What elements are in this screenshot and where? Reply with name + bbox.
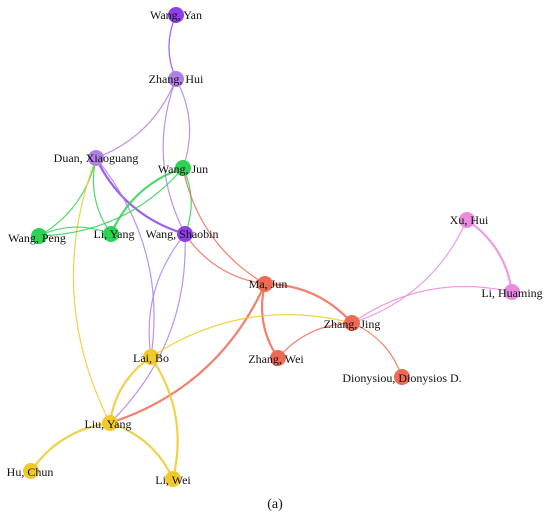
edge-wang-shaobin-lai-bo [148, 233, 186, 358]
node-label-li-huaming: Li, Huaming [481, 286, 542, 300]
edge-wang-shaobin-ma-jun [184, 233, 266, 285]
node-label-zhang-wei: Zhang, Wei [248, 352, 304, 366]
edge-zhang-jing-dionysiou [351, 322, 403, 378]
node-zhang-jing[interactable] [344, 315, 360, 331]
edge-duan-xiaoguang-li-yang [92, 157, 112, 235]
edge-duan-xiaoguang-wang-shaobin [95, 157, 186, 236]
figure-caption: (a) [267, 497, 283, 512]
edge-lai-bo-liu-yang [108, 356, 152, 424]
edge-zhang-jing-zhang-wei [277, 322, 353, 359]
edge-wang-jun-wang-shaobin [182, 167, 192, 235]
nodes-layer [23, 7, 520, 487]
edge-duan-xiaoguang-lai-bo [95, 157, 155, 358]
node-label-zhang-jing: Zhang, Jing [324, 317, 381, 331]
node-zhang-wei[interactable] [270, 350, 286, 366]
node-duan-xiaoguang[interactable] [88, 150, 104, 166]
node-label-li-yang: Li, Yang [93, 227, 134, 241]
edge-lai-bo-li-wei [150, 356, 179, 480]
node-wang-peng[interactable] [31, 228, 47, 244]
edge-zhang-hui-wang-shaobin [162, 78, 186, 235]
node-dionysiou[interactable] [394, 369, 410, 385]
node-label-wang-shaobin: Wang, Shaobin [145, 227, 218, 241]
node-wang-jun[interactable] [175, 160, 191, 176]
node-label-zhang-hui: Zhang, Hui [149, 72, 204, 86]
edge-zhang-jing-lai-bo [150, 314, 353, 358]
edge-zhang-hui-wang-jun [175, 78, 191, 169]
node-label-ma-jun: Ma, Jun [249, 277, 288, 291]
edge-zhang-jing-xu-hui [351, 219, 468, 324]
edge-xu-hui-li-huaming [466, 219, 514, 293]
node-wang-yan[interactable] [168, 7, 184, 23]
node-label-li-wei: Li, Wei [155, 473, 191, 487]
node-li-yang[interactable] [103, 226, 119, 242]
node-zhang-hui[interactable] [168, 71, 184, 87]
node-label-wang-peng: Wang, Peng [8, 231, 66, 245]
node-label-lai-bo: Lai, Bo [133, 351, 169, 365]
node-li-huaming[interactable] [504, 284, 520, 300]
edge-liu-yang-li-wei [109, 421, 174, 480]
node-label-dionysiou: Dionysiou, Dionysios D. [342, 371, 461, 385]
edge-wang-shaobin-liu-yang [109, 233, 186, 424]
node-li-wei[interactable] [165, 471, 181, 487]
node-wang-shaobin[interactable] [177, 226, 193, 242]
node-label-hu-chun: Hu, Chun [7, 465, 54, 479]
edge-ma-jun-liu-yang [109, 283, 267, 425]
node-ma-jun[interactable] [257, 276, 273, 292]
node-liu-yang[interactable] [102, 415, 118, 431]
node-label-xu-hui: Xu, Hui [450, 213, 489, 227]
node-label-wang-yan: Wang, Yan [150, 8, 202, 22]
edge-duan-xiaoguang-wang-peng [38, 157, 97, 237]
edge-ma-jun-zhang-wei [260, 283, 279, 359]
edges-layer [30, 14, 514, 480]
node-label-wang-jun: Wang, Jun [158, 162, 208, 176]
node-hu-chun[interactable] [23, 463, 39, 479]
edge-ma-jun-zhang-jing [264, 282, 353, 324]
edge-wang-jun-ma-jun [182, 167, 266, 285]
edge-zhang-hui-duan-xiaoguang [95, 78, 177, 159]
edge-duan-xiaoguang-liu-yang [72, 157, 111, 424]
node-label-duan-xiaoguang: Duan, Xiaoguang [54, 151, 139, 165]
edge-liu-yang-hu-chun [30, 421, 111, 472]
node-label-liu-yang: Liu, Yang [84, 417, 131, 431]
node-xu-hui[interactable] [459, 212, 475, 228]
node-lai-bo[interactable] [143, 349, 159, 365]
edge-zhang-jing-li-huaming [351, 285, 513, 324]
edge-wang-yan-zhang-hui [168, 14, 177, 80]
edge-wang-jun-li-yang [109, 166, 184, 235]
